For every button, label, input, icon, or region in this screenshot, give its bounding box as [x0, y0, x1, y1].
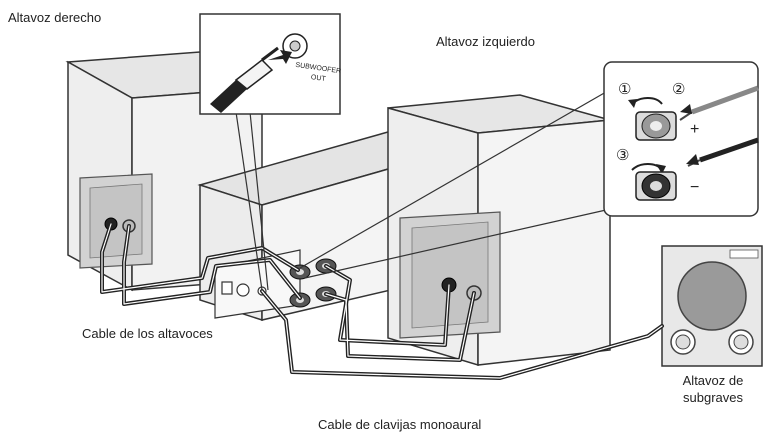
inset-terminal-steps: ① ② ③ + −	[603, 61, 759, 217]
minus-terminal	[635, 171, 677, 201]
right-speaker	[65, 51, 265, 292]
label-mono-pin-cable: Cable de clavijas monoaural	[318, 417, 482, 432]
optical-port	[221, 281, 233, 295]
label-subwoofer-line2: subgraves	[683, 390, 743, 405]
rear-knob	[236, 283, 250, 297]
insert-arrow-icon	[686, 154, 699, 165]
label-subwoofer-line1: Altavoz de	[682, 373, 744, 388]
mono-pin-cable	[260, 289, 664, 380]
label-right-speaker: Altavoz derecho	[8, 10, 102, 25]
step-2-marker: ②	[672, 81, 685, 98]
step-1-marker: ①	[618, 81, 631, 98]
inset-subwoofer-out: SUBWOOFER OUT	[199, 13, 341, 115]
plus-terminal	[635, 111, 677, 141]
speaker-cables	[100, 222, 476, 362]
left-speaker	[387, 94, 611, 367]
subwoofer-jack-label-line2: OUT	[310, 74, 326, 83]
step-3-marker: ③	[616, 147, 629, 164]
label-speaker-cables: Cable de los altavoces	[82, 326, 213, 341]
insert-arrow-icon	[680, 104, 692, 114]
rotate-arrow-icon	[656, 164, 666, 174]
plus-sign: +	[690, 121, 699, 138]
rotate-arrow-icon	[628, 99, 637, 108]
callout-lines	[235, 91, 607, 291]
minus-sign: −	[690, 179, 699, 196]
label-left-speaker: Altavoz izquierdo	[436, 34, 535, 49]
subwoofer	[661, 245, 763, 367]
